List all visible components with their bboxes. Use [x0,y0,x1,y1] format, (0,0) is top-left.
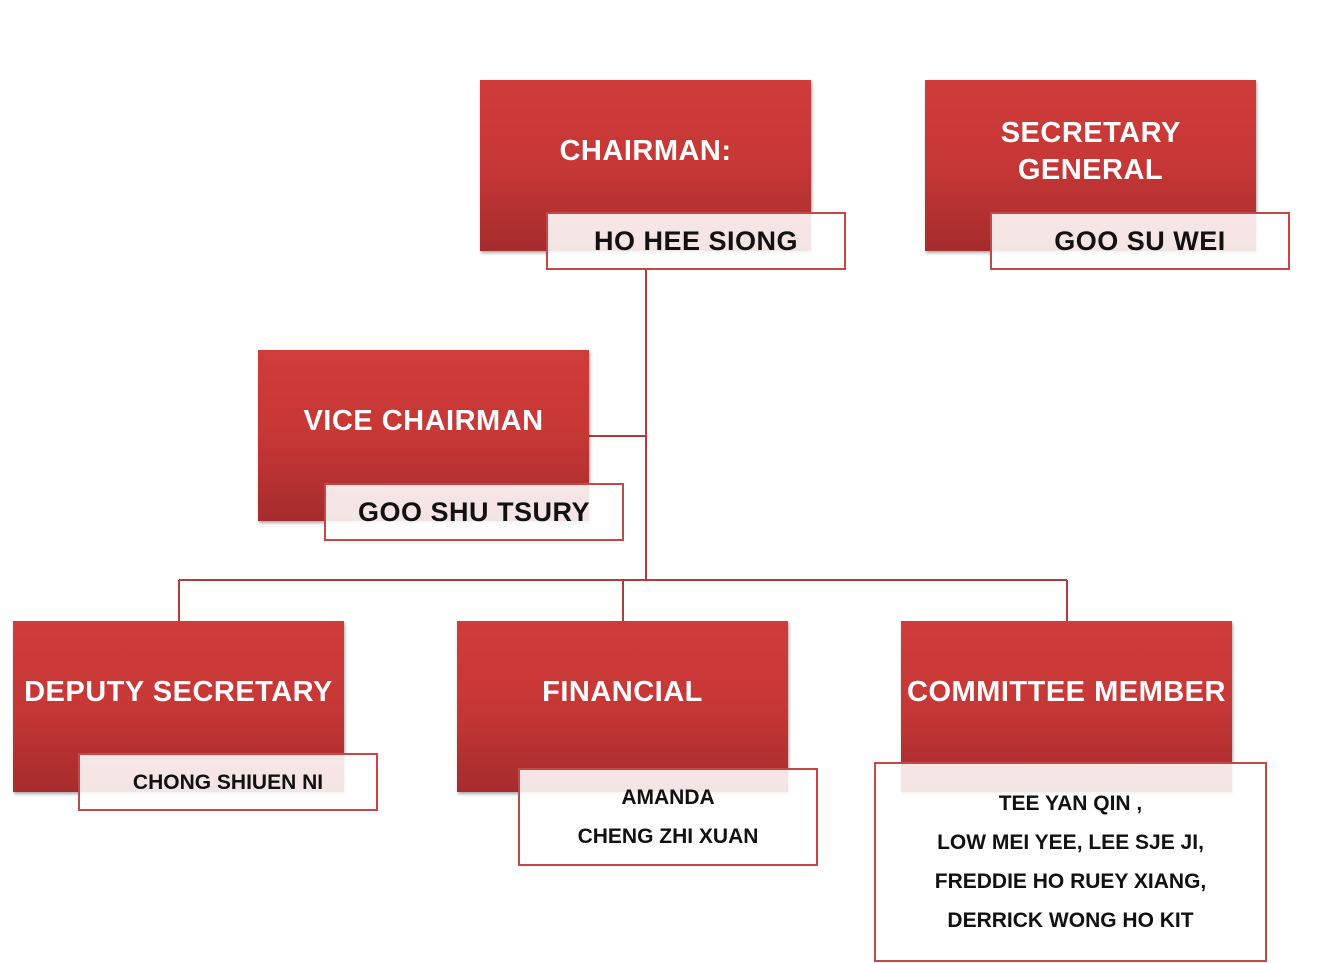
secretary-general-title-line1: SECRETARY [1000,116,1181,149]
financial-name-box: AMANDA CHENG ZHI XUAN [518,768,818,866]
secretary-general-name: GOO SU WEI [1054,225,1226,256]
committee-member-name-4: DERRICK WONG HO KIT [947,909,1194,932]
committee-member-title: COMMITTEE MEMBER [901,674,1232,711]
vice-chairman-title-line1: VICE [303,405,374,437]
financial-box: FINANCIAL [457,621,788,792]
financial-title: FINANCIAL [542,676,703,708]
vice-chairman-title: VICE CHAIRMAN [258,403,589,440]
committee-member-title-line2: MEMBER [1094,676,1226,708]
vice-chairman-title-line2: CHAIRMAN [381,405,544,437]
chairman-title: CHAIRMAN: [559,135,732,167]
committee-member-name-1: TEE YAN QIN , [998,792,1143,815]
deputy-secretary-title-line1: DEPUTY [24,676,145,708]
vice-chairman-name: GOO SHU TSURY [357,496,591,527]
deputy-secretary-title: DEPUTY SECRETARY [13,674,344,711]
chairman-name-box: HO HEE SIONG [546,212,846,270]
chairman-name: HO HEE SIONG [593,225,799,256]
deputy-secretary-name-box: CHONG SHIUEN NI [78,753,378,811]
committee-member-title-line1: COMMITTEE [907,676,1086,708]
vice-chairman-name-box: GOO SHU TSURY [324,483,624,541]
financial-name-2: CHENG ZHI XUAN [577,825,759,848]
committee-member-name-box: TEE YAN QIN , LOW MEI YEE, LEE SJE JI, F… [874,762,1267,962]
secretary-general-name-box: GOO SU WEI [990,212,1290,270]
committee-member-name-3: FREDDIE HO RUEY XIANG, [934,870,1207,893]
deputy-secretary-name: CHONG SHIUEN NI [132,770,324,794]
secretary-general-title: SECRETARY GENERAL [925,115,1256,189]
secretary-general-title-line2: GENERAL [1017,153,1164,186]
financial-name-1: AMANDA [621,786,715,809]
committee-member-name-2: LOW MEI YEE, LEE SJE JI, [937,831,1204,854]
deputy-secretary-title-line2: SECRETARY [152,676,333,708]
